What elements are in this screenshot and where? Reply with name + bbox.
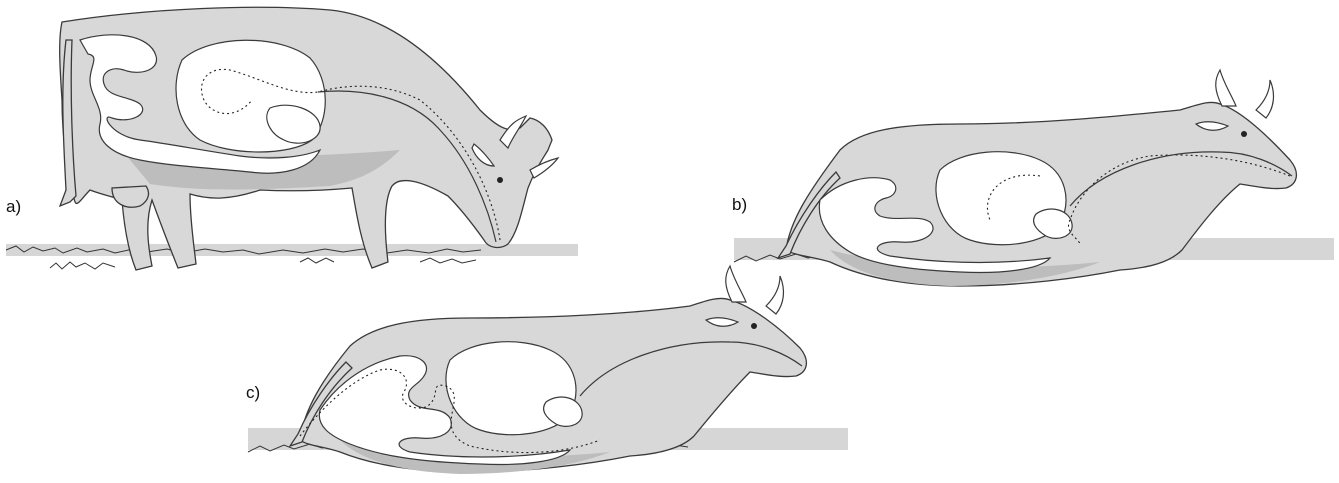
cow-c-eye (751, 323, 757, 329)
cow-b-horn-2 (1256, 80, 1273, 118)
cow-c-horn-2 (766, 276, 783, 314)
cow-b-eye (1241, 131, 1247, 137)
cow-a-udder (112, 186, 148, 207)
grass-a-lower (50, 258, 476, 269)
panel-a (6, 7, 578, 270)
cow-c-horn-1 (726, 266, 746, 302)
panel-label-b: b) (732, 195, 747, 214)
panel-label-c: c) (246, 383, 260, 402)
cow-a-eye (497, 177, 503, 183)
panel-c (248, 266, 848, 474)
panel-label-a: a) (6, 197, 21, 216)
panel-b (734, 70, 1334, 286)
cow-b-horn-1 (1216, 70, 1236, 106)
